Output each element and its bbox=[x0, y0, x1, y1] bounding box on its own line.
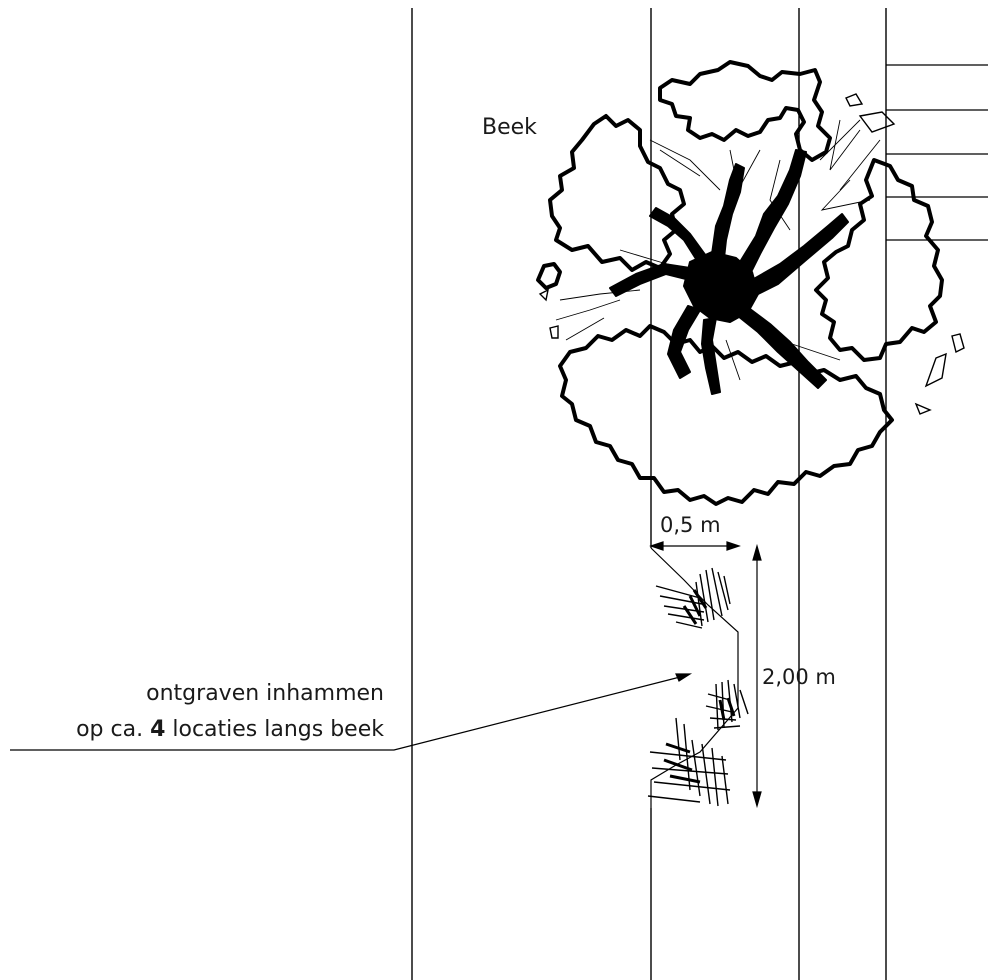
reed-clumps bbox=[647, 567, 749, 807]
twig bbox=[619, 249, 691, 271]
note-line-2-suffix: locaties langs beek bbox=[165, 717, 384, 742]
twig bbox=[839, 139, 881, 191]
leaf bbox=[924, 352, 947, 388]
leaf bbox=[951, 333, 965, 354]
note-line-1: ontgraven inhammen bbox=[146, 681, 384, 706]
reed-stroke bbox=[675, 717, 729, 807]
reed-stroke bbox=[663, 742, 701, 784]
twig bbox=[659, 149, 701, 177]
branch-up-left bbox=[649, 207, 707, 263]
vertical-lines bbox=[411, 8, 887, 980]
branch-up bbox=[711, 163, 745, 259]
branch-left bbox=[609, 263, 691, 297]
stream-label: Beek bbox=[482, 115, 537, 140]
dimension-length bbox=[752, 543, 762, 809]
twig bbox=[769, 159, 791, 231]
dimension-width-arrow-left bbox=[649, 541, 664, 551]
branch-down bbox=[701, 317, 721, 395]
canopy-lobe-small bbox=[536, 262, 562, 290]
canopy-lobe-top bbox=[658, 60, 832, 162]
note-line-2: op ca. 4 locaties langs beek bbox=[76, 717, 384, 742]
tree-trunk-branches bbox=[609, 149, 849, 395]
twig bbox=[779, 339, 841, 361]
twig bbox=[819, 119, 861, 161]
dimension-length-arrow-bottom bbox=[752, 791, 762, 809]
twig bbox=[829, 119, 861, 171]
branch-down-left bbox=[667, 305, 701, 379]
twig bbox=[565, 317, 605, 341]
tree-canopy-outlines bbox=[536, 60, 944, 506]
reed-stroke bbox=[718, 697, 736, 721]
twig bbox=[649, 139, 721, 191]
reed-stroke bbox=[682, 589, 708, 625]
reed-stroke bbox=[655, 585, 705, 629]
reed-stroke bbox=[647, 751, 731, 803]
leaf bbox=[914, 402, 932, 415]
reed-clump-1 bbox=[655, 567, 731, 629]
leaf bbox=[845, 93, 864, 107]
twig bbox=[729, 149, 761, 192]
leader-line bbox=[10, 675, 685, 751]
dimension-width-label: 0,5 m bbox=[660, 513, 721, 537]
dimension-length-arrow-top bbox=[752, 543, 762, 561]
reed-clump-2 bbox=[705, 679, 749, 731]
leaf bbox=[538, 288, 549, 302]
twig bbox=[559, 289, 641, 301]
horizontal-lines bbox=[886, 64, 988, 241]
leaf bbox=[549, 325, 559, 339]
reed-clump-3 bbox=[647, 717, 731, 807]
branch-right bbox=[751, 213, 849, 295]
canopy-lobe-right bbox=[814, 158, 944, 362]
tree-symbol bbox=[536, 60, 965, 506]
canopy-lobe-bottom bbox=[558, 324, 894, 506]
branch-down-right bbox=[737, 305, 827, 389]
leaf bbox=[858, 111, 896, 133]
tree-twigs bbox=[555, 119, 881, 381]
note-line-2-number: 4 bbox=[150, 717, 165, 742]
twig bbox=[820, 179, 871, 211]
canopy-lobe-left bbox=[548, 114, 686, 272]
dimension-length-label: 2,00 m bbox=[762, 665, 836, 689]
twig bbox=[555, 299, 621, 321]
leader bbox=[10, 673, 693, 751]
reed-stroke bbox=[695, 567, 731, 627]
twig bbox=[725, 339, 741, 381]
branch-up-right bbox=[739, 149, 807, 271]
note-line-2-prefix: op ca. bbox=[76, 717, 150, 742]
dimension-width bbox=[649, 541, 741, 551]
dimension-width-arrow-right bbox=[726, 541, 741, 551]
tree-leaf-shapes bbox=[538, 93, 965, 415]
reed-stroke bbox=[705, 693, 741, 729]
leader-arrow bbox=[675, 673, 693, 682]
